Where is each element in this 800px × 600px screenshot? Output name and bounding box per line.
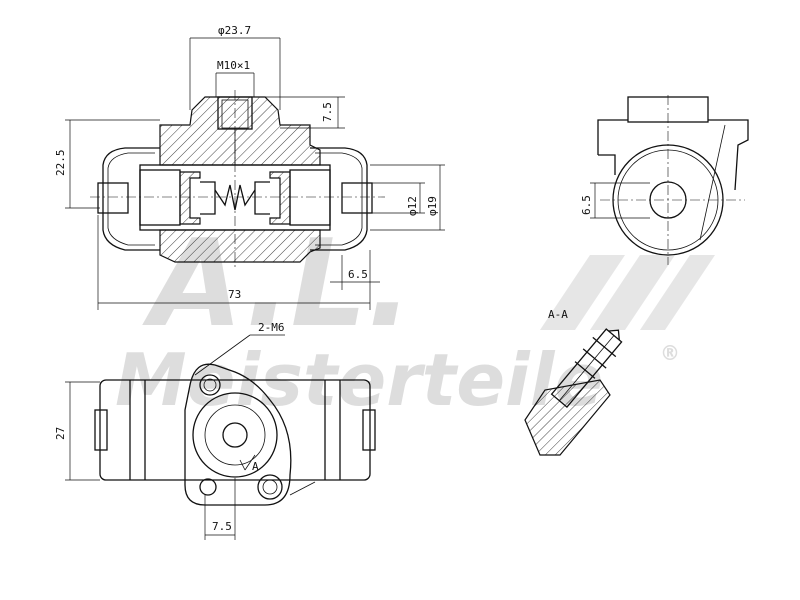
dim-body-height: 22.5 bbox=[54, 150, 67, 177]
svg-text:®: ® bbox=[660, 341, 680, 365]
mounting-flange bbox=[184, 363, 292, 506]
section-a-a: A-A bbox=[524, 308, 623, 456]
spring bbox=[214, 184, 256, 211]
mount-hole-bottom[interactable] bbox=[199, 478, 217, 496]
body-section bbox=[159, 96, 321, 166]
dim-overall-length: 73 bbox=[228, 288, 241, 301]
dim-bottom-height: 27 bbox=[54, 427, 67, 440]
dim-inner-large: φ19 bbox=[426, 196, 439, 216]
front-dimensions: φ23.7 M10×1 7.5 22.5 φ12 φ19 6.5 73 bbox=[54, 24, 445, 310]
side-view: 6.5 bbox=[580, 95, 749, 265]
dim-mount-threads: 2-M6 bbox=[258, 321, 285, 334]
dim-side-offset: 6.5 bbox=[580, 195, 593, 215]
dim-hole-offset: 7.5 bbox=[212, 520, 232, 533]
dim-port-height: 7.5 bbox=[321, 102, 334, 122]
bottom-view: 2-M6 A 27 7.5 bbox=[54, 321, 376, 540]
front-section-view bbox=[90, 90, 385, 270]
bleeder-port[interactable] bbox=[257, 474, 283, 500]
inlet-port[interactable] bbox=[222, 422, 248, 448]
left-boot bbox=[102, 147, 160, 251]
dim-thread-port: M10×1 bbox=[217, 59, 250, 72]
dim-step-length: 6.5 bbox=[348, 268, 368, 281]
dim-bore-outer: φ23.7 bbox=[218, 24, 251, 37]
section-marker: A bbox=[252, 460, 259, 473]
section-label: A-A bbox=[548, 308, 568, 321]
dim-inner-small: φ12 bbox=[406, 196, 419, 216]
mount-hole-top[interactable] bbox=[199, 374, 221, 396]
body-section-lower bbox=[159, 229, 321, 263]
right-boot bbox=[310, 147, 368, 251]
